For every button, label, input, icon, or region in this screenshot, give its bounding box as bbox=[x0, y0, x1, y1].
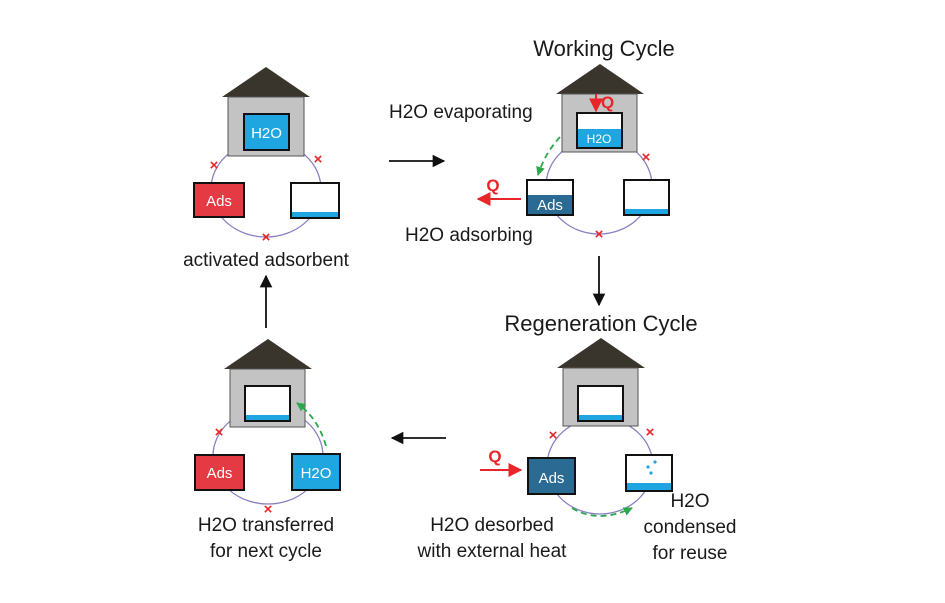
valve-closed-mark: × bbox=[646, 424, 655, 441]
valve-closed-mark: × bbox=[262, 229, 271, 246]
adsorbent-label: Ads bbox=[539, 470, 565, 487]
adsorbing-label: H2O adsorbing bbox=[405, 225, 533, 246]
caption-transfer-line2: for next cycle bbox=[210, 541, 322, 562]
valve-closed-mark: × bbox=[215, 424, 224, 441]
valve-closed-mark: × bbox=[264, 501, 273, 518]
condenser-water bbox=[627, 483, 671, 490]
panel-activated: H2O Ads × × × activated adsorbent bbox=[183, 67, 350, 271]
panel-transfer: Ads H2O × × H2O transferred for next cyc… bbox=[194, 339, 341, 562]
room-water-box bbox=[243, 113, 290, 151]
title-working-cycle: Working Cycle bbox=[533, 36, 674, 61]
valve-closed-mark: × bbox=[549, 427, 558, 444]
condensate-droplet bbox=[653, 460, 657, 464]
title-regeneration-cycle: Regeneration Cycle bbox=[504, 311, 697, 336]
condenser-water bbox=[292, 212, 338, 217]
condensed-label-line3: for reuse bbox=[653, 543, 728, 564]
adsorbent-box bbox=[527, 457, 576, 495]
room-water-label: H2O bbox=[251, 125, 282, 142]
house-roof bbox=[557, 338, 645, 368]
vapor-flow-arrow bbox=[571, 507, 633, 517]
liquid-flow-arrow bbox=[296, 402, 327, 447]
heat-symbol: Q bbox=[601, 93, 614, 112]
condensate-droplet bbox=[649, 471, 653, 475]
heat-symbol: Q bbox=[488, 447, 501, 466]
adsorbent-label: Ads bbox=[206, 193, 232, 210]
adsorbent-box bbox=[194, 454, 245, 491]
caption-activated: activated adsorbent bbox=[183, 250, 350, 271]
house-roof bbox=[222, 67, 310, 97]
condenser-water bbox=[625, 209, 668, 214]
adsorbent-box bbox=[193, 182, 245, 218]
water-reservoir-box bbox=[291, 453, 341, 491]
room-water-label: H2O bbox=[587, 132, 612, 146]
valve-closed-mark: × bbox=[314, 151, 323, 168]
panel-working: Working Cycle H2O Q H2O evaporating Ads … bbox=[389, 36, 675, 246]
condensed-label-line2: condensed bbox=[644, 517, 737, 538]
condensed-label-line1: H2O bbox=[670, 491, 709, 512]
valve-closed-mark: × bbox=[595, 226, 604, 243]
adsorbent-loaded bbox=[528, 195, 572, 214]
house-roof bbox=[224, 339, 312, 369]
valve-closed-mark: × bbox=[642, 149, 651, 166]
adsorbent-label: Ads bbox=[207, 465, 233, 482]
desorbed-label-line1: H2O desorbed bbox=[430, 515, 554, 536]
panel-regeneration: Regeneration Cycle Ads Q × × H2O desorbe… bbox=[417, 311, 737, 564]
condensate-droplet bbox=[646, 465, 650, 469]
desorbed-label-line2: with external heat bbox=[417, 541, 568, 562]
valve-closed-mark: × bbox=[210, 157, 219, 174]
caption-transfer-line1: H2O transferred bbox=[198, 515, 334, 536]
room-water bbox=[579, 415, 622, 420]
water-reservoir-label: H2O bbox=[301, 465, 332, 482]
room-water bbox=[578, 129, 621, 147]
room-water bbox=[246, 415, 289, 420]
heat-symbol: Q bbox=[486, 176, 499, 195]
evaporating-label: H2O evaporating bbox=[389, 102, 533, 123]
vapor-flow-arrow bbox=[536, 136, 561, 176]
adsorbent-label: Ads bbox=[537, 197, 563, 214]
house-roof bbox=[556, 64, 644, 94]
